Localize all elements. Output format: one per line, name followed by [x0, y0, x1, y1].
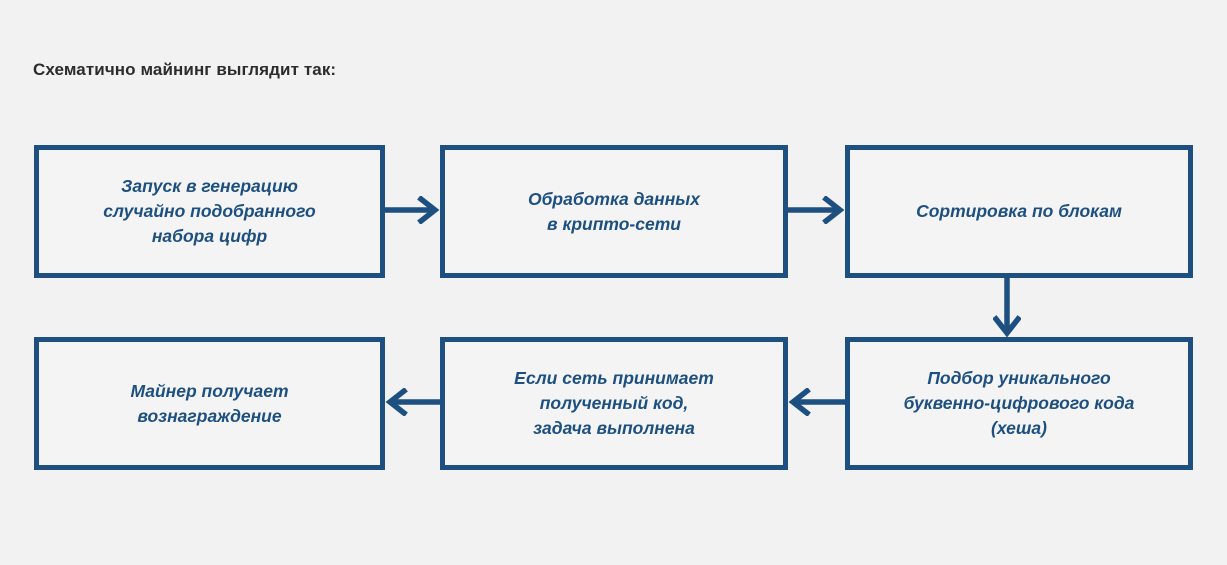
flow-node-step-4: Подбор уникального буквенно-цифрового ко… [845, 337, 1193, 470]
flow-node-label: Запуск в генерацию случайно подобранного… [103, 176, 316, 246]
flow-node-label: Майнер получает вознаграждение [130, 380, 289, 426]
flow-edge-step5-to-step6-left-arrow-icon [385, 388, 440, 416]
page-title: Схематично майнинг выглядит так: [33, 60, 337, 79]
flow-node-step-3: Сортировка по блокам [845, 145, 1193, 278]
flow-edge-step4-to-step5-left-arrow-icon [788, 388, 845, 416]
flow-node-step-1: Запуск в генерацию случайно подобранного… [34, 145, 385, 278]
flow-node-step-5: Если сеть принимает полученный код, зада… [440, 337, 788, 470]
flow-edge-step3-to-step4-down-arrow-icon [993, 278, 1021, 338]
flow-node-step-6: Майнер получает вознаграждение [34, 337, 385, 470]
flow-node-label: Обработка данных в крипто-сети [527, 188, 700, 234]
flow-node-label: Сортировка по блокам [916, 201, 1122, 222]
flow-node-step-2: Обработка данных в крипто-сети [440, 145, 788, 278]
flow-edge-step2-to-step3-right-arrow-icon [788, 196, 845, 224]
flow-node-label: Если сеть принимает полученный код, зада… [514, 368, 714, 438]
flow-edge-step1-to-step2-right-arrow-icon [385, 196, 440, 224]
flow-node-label: Подбор уникального буквенно-цифрового ко… [903, 368, 1135, 438]
